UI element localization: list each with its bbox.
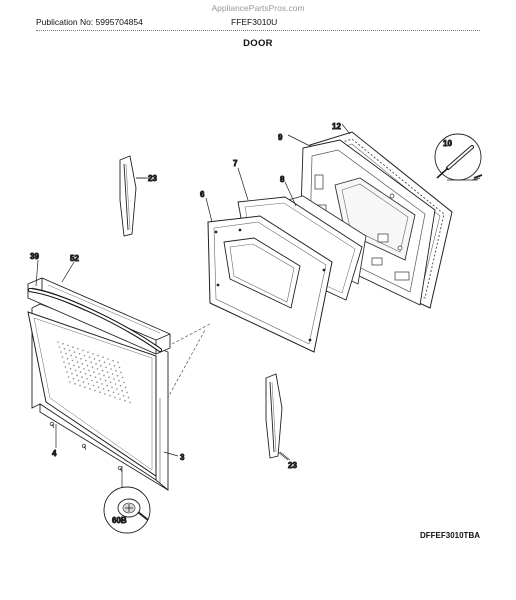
callout-9: 9 — [278, 133, 283, 142]
model-number: FFEF3010U — [231, 17, 278, 27]
callout-6: 6 — [200, 190, 205, 199]
callout-4: 4 — [52, 449, 57, 458]
header-divider — [36, 30, 480, 31]
callout-23-lower: 23 — [288, 461, 297, 470]
callout-52: 52 — [70, 254, 79, 263]
callout-3: 3 — [180, 453, 185, 462]
watermark: AppliancePartsPros.com — [211, 3, 305, 13]
publication-number: Publication No: 5995704854 — [36, 17, 143, 27]
part-60b-screw-detail — [103, 466, 151, 534]
callout-60b: 60B — [112, 516, 127, 525]
callout-8: 8 — [280, 175, 285, 184]
callout-10: 10 — [443, 139, 452, 148]
part-4-outer-panel — [27, 311, 157, 477]
figure-code: DFFEF3010TBA — [419, 531, 480, 540]
callout-23-upper: 23 — [148, 174, 157, 183]
part-23-hinge-upper — [119, 155, 150, 237]
callout-7: 7 — [233, 159, 238, 168]
leader-lines — [35, 123, 351, 461]
part-10-screw-detail — [434, 133, 483, 181]
part-23-hinge-lower — [265, 373, 289, 461]
part-39-door-handle — [27, 287, 163, 353]
decorative-dot-pattern — [57, 341, 131, 404]
section-title: DOOR — [243, 38, 273, 49]
callout-39: 39 — [30, 252, 39, 261]
callout-12: 12 — [332, 122, 341, 131]
part-6-glass-frame — [207, 215, 333, 353]
